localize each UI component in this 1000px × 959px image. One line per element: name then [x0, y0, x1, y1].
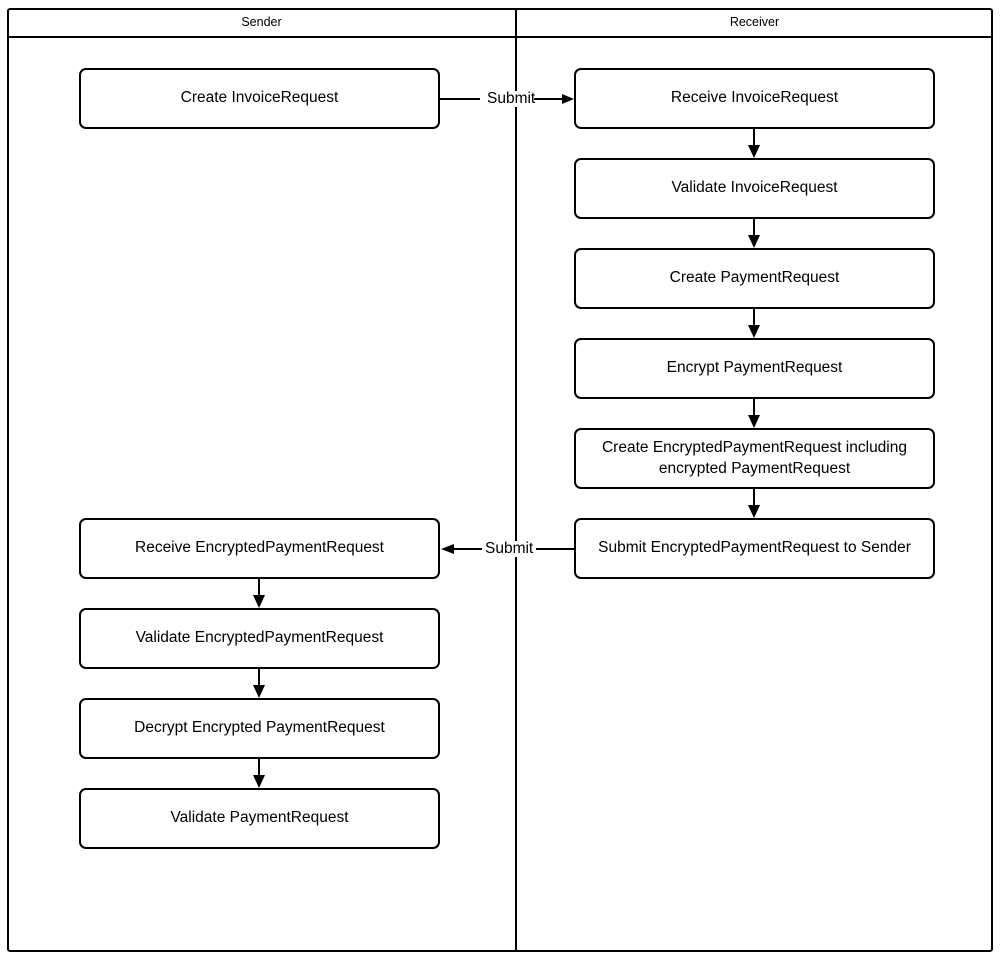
- node-validate-invoicerequest[interactable]: Validate InvoiceRequest: [574, 158, 935, 219]
- node-label: Decrypt Encrypted PaymentRequest: [134, 719, 385, 737]
- node-label: Validate InvoiceRequest: [671, 179, 838, 197]
- node-label: Encrypt PaymentRequest: [666, 359, 843, 377]
- node-label: Create InvoiceRequest: [180, 89, 339, 107]
- node-create-invoicerequest[interactable]: Create InvoiceRequest: [79, 68, 440, 129]
- node-label: Validate EncryptedPaymentRequest: [135, 629, 384, 647]
- node-label: Create PaymentRequest: [669, 269, 840, 287]
- node-label: Submit EncryptedPaymentRequest to Sender: [598, 539, 911, 557]
- node-receive-invoicerequest[interactable]: Receive InvoiceRequest: [574, 68, 935, 129]
- node-create-paymentrequest[interactable]: Create PaymentRequest: [574, 248, 935, 309]
- node-label: Validate PaymentRequest: [170, 809, 349, 827]
- node-label: Receive EncryptedPaymentRequest: [135, 539, 384, 557]
- node-decrypt-encrypted-paymentrequest[interactable]: Decrypt Encrypted PaymentRequest: [79, 698, 440, 759]
- node-validate-paymentrequest[interactable]: Validate PaymentRequest: [79, 788, 440, 849]
- node-submit-encryptedpaymentrequest[interactable]: Submit EncryptedPaymentRequest to Sender: [574, 518, 935, 579]
- node-label-line-2: encrypted PaymentRequest: [658, 459, 851, 477]
- node-create-encryptedpaymentrequest[interactable]: Create EncryptedPaymentRequest including…: [574, 428, 935, 489]
- node-label: Receive InvoiceRequest: [670, 89, 839, 107]
- edge-label-submit-invoicerequest: Submit: [486, 90, 536, 107]
- lane-header-sender: Sender: [7, 8, 516, 36]
- node-encrypt-paymentrequest[interactable]: Encrypt PaymentRequest: [574, 338, 935, 399]
- node-label-line-1: Create EncryptedPaymentRequest including: [601, 439, 907, 457]
- swimlane-pool: [7, 8, 993, 952]
- node-receive-encryptedpaymentrequest[interactable]: Receive EncryptedPaymentRequest: [79, 518, 440, 579]
- swimlane-header-row: Sender Receiver: [7, 8, 993, 38]
- lane-divider: [515, 8, 517, 952]
- lane-header-sender-label: Sender: [241, 14, 282, 29]
- lane-header-receiver: Receiver: [516, 8, 993, 36]
- edge-label-submit-encryptedpaymentrequest: Submit: [484, 540, 534, 557]
- lane-header-receiver-label: Receiver: [729, 14, 780, 29]
- node-validate-encryptedpaymentrequest[interactable]: Validate EncryptedPaymentRequest: [79, 608, 440, 669]
- node-label-multiline: Create EncryptedPaymentRequest including…: [602, 438, 907, 478]
